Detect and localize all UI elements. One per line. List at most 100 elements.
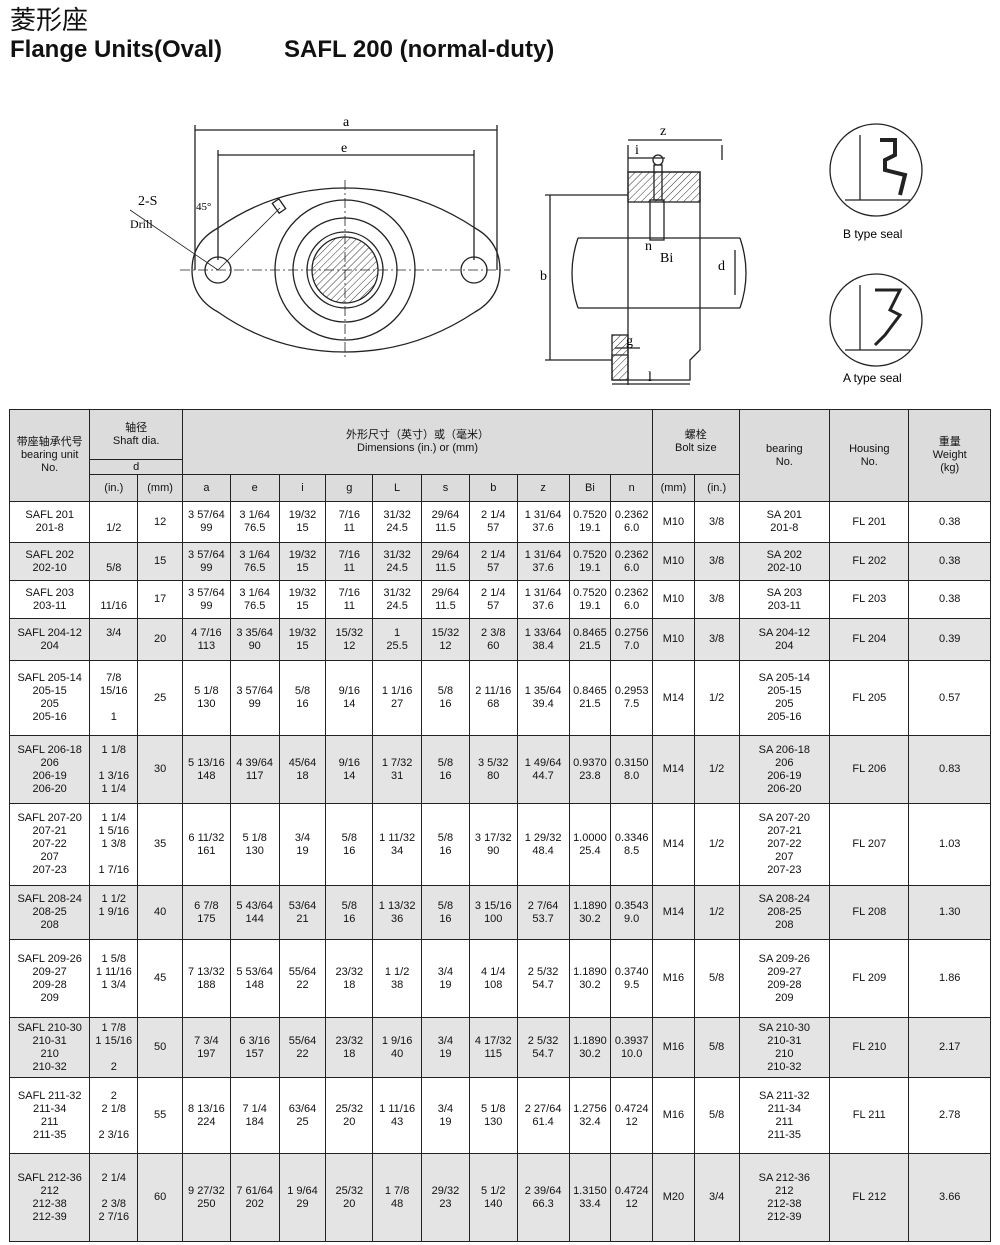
unit-no-line: 207-22 xyxy=(32,838,67,850)
shaft-mm: 35 xyxy=(137,803,183,886)
bolt-in: 3/8 xyxy=(693,618,740,661)
unit-no-line: 206-19 xyxy=(32,769,67,782)
dim-g-line: 25/32 xyxy=(335,1102,364,1115)
dim-bi-line: 19.1 xyxy=(579,522,601,534)
dim-a-line: 3 57/64 xyxy=(188,548,225,561)
dim-n-line: 0.3346 xyxy=(614,831,649,844)
shaft-mm: 50 xyxy=(137,1017,183,1078)
dim-a-line: 6 11/32 xyxy=(188,831,225,844)
bearing-no-line: 207-23 xyxy=(767,864,802,876)
header-dim-n: n xyxy=(610,474,654,502)
dim-e-line: 117 xyxy=(245,769,264,782)
shaft-inch-line: 2 xyxy=(110,1089,117,1102)
unit-no-line: 202-10 xyxy=(32,561,67,574)
dim-e-line: 90 xyxy=(248,639,261,652)
dim-n-line: 12 xyxy=(625,1115,638,1128)
dim-e-line: 3 35/64 xyxy=(236,626,274,639)
dim-b-line: 5 1/8 xyxy=(481,1102,506,1115)
unit-no-line: 205-15 xyxy=(32,685,67,697)
dim-z-line: 2 7/64 xyxy=(527,899,559,912)
dim-b-line: 130 xyxy=(484,1115,503,1128)
bearing-no-line: 206-20 xyxy=(767,782,802,795)
unit-no-line: 208 xyxy=(40,919,59,931)
dim-bi-line: 19.1 xyxy=(579,599,601,612)
shaft-inch-line: 2 xyxy=(110,1060,117,1073)
dim-z-line: 54.7 xyxy=(532,1047,554,1060)
housing-no: FL 210 xyxy=(829,1017,910,1078)
dim-g-line: 9/16 xyxy=(338,756,361,769)
dim-g-line: 18 xyxy=(343,1047,356,1060)
dim-s-line: 23 xyxy=(439,1197,452,1210)
bolt-mm: M14 xyxy=(652,803,695,886)
dim-b-line: 4 17/32 xyxy=(474,1034,512,1047)
shaft-mm: 55 xyxy=(137,1077,183,1154)
shaft-inch-line: 1 1/8 xyxy=(101,743,127,756)
dim-n-line: 0.2362 xyxy=(614,509,649,521)
unit-no-line: SAFL 202 xyxy=(25,548,74,561)
dim-e-line: 157 xyxy=(245,1047,264,1060)
housing-no: FL 204 xyxy=(829,618,910,661)
dimension-d-label: d xyxy=(718,259,725,274)
bearing-no-line: SA 208-24 xyxy=(758,893,810,905)
dim-l-line: 36 xyxy=(390,912,404,925)
dim-b-line: 57 xyxy=(487,522,500,534)
bolt-in: 1/2 xyxy=(693,660,740,736)
unit-no-line: SAFL 210-30 xyxy=(17,1021,82,1034)
bolt-mm: M10 xyxy=(652,580,695,619)
dim-a-line: 130 xyxy=(197,698,216,710)
dim-i-line: 15 xyxy=(296,639,309,652)
bearing-no-line: SA 206-18 xyxy=(758,743,810,756)
dim-l-line: 1 1/2 xyxy=(384,965,410,978)
unit-no-line: SAFL 207-20 xyxy=(17,812,82,824)
shaft-inch-line: 1 15/16 xyxy=(95,1034,133,1047)
dim-e-line: 148 xyxy=(245,978,264,991)
shaft-inch-line: 11/16 xyxy=(100,599,128,612)
dim-z-line: 2 27/64 xyxy=(524,1102,562,1115)
unit-no-line: 207-21 xyxy=(32,825,67,837)
dim-n-line: 10.0 xyxy=(620,1047,643,1060)
shaft-inch-line xyxy=(90,587,137,600)
dim-e-line: 3 1/64 xyxy=(239,586,270,599)
dim-e-line: 7 61/64 xyxy=(236,1184,274,1197)
weight: 3.66 xyxy=(908,1153,991,1242)
shaft-inch: 1/2 xyxy=(89,501,139,543)
dim-l-line: 1 11/32 xyxy=(379,831,416,844)
dim-l-line: 24.5 xyxy=(386,561,408,574)
housing-no: FL 206 xyxy=(829,735,910,804)
dim-z-line: 2 5/32 xyxy=(527,965,559,978)
dim-n-line: 0.2756 xyxy=(614,626,649,639)
bearing-no-line: 210-32 xyxy=(767,1060,802,1073)
